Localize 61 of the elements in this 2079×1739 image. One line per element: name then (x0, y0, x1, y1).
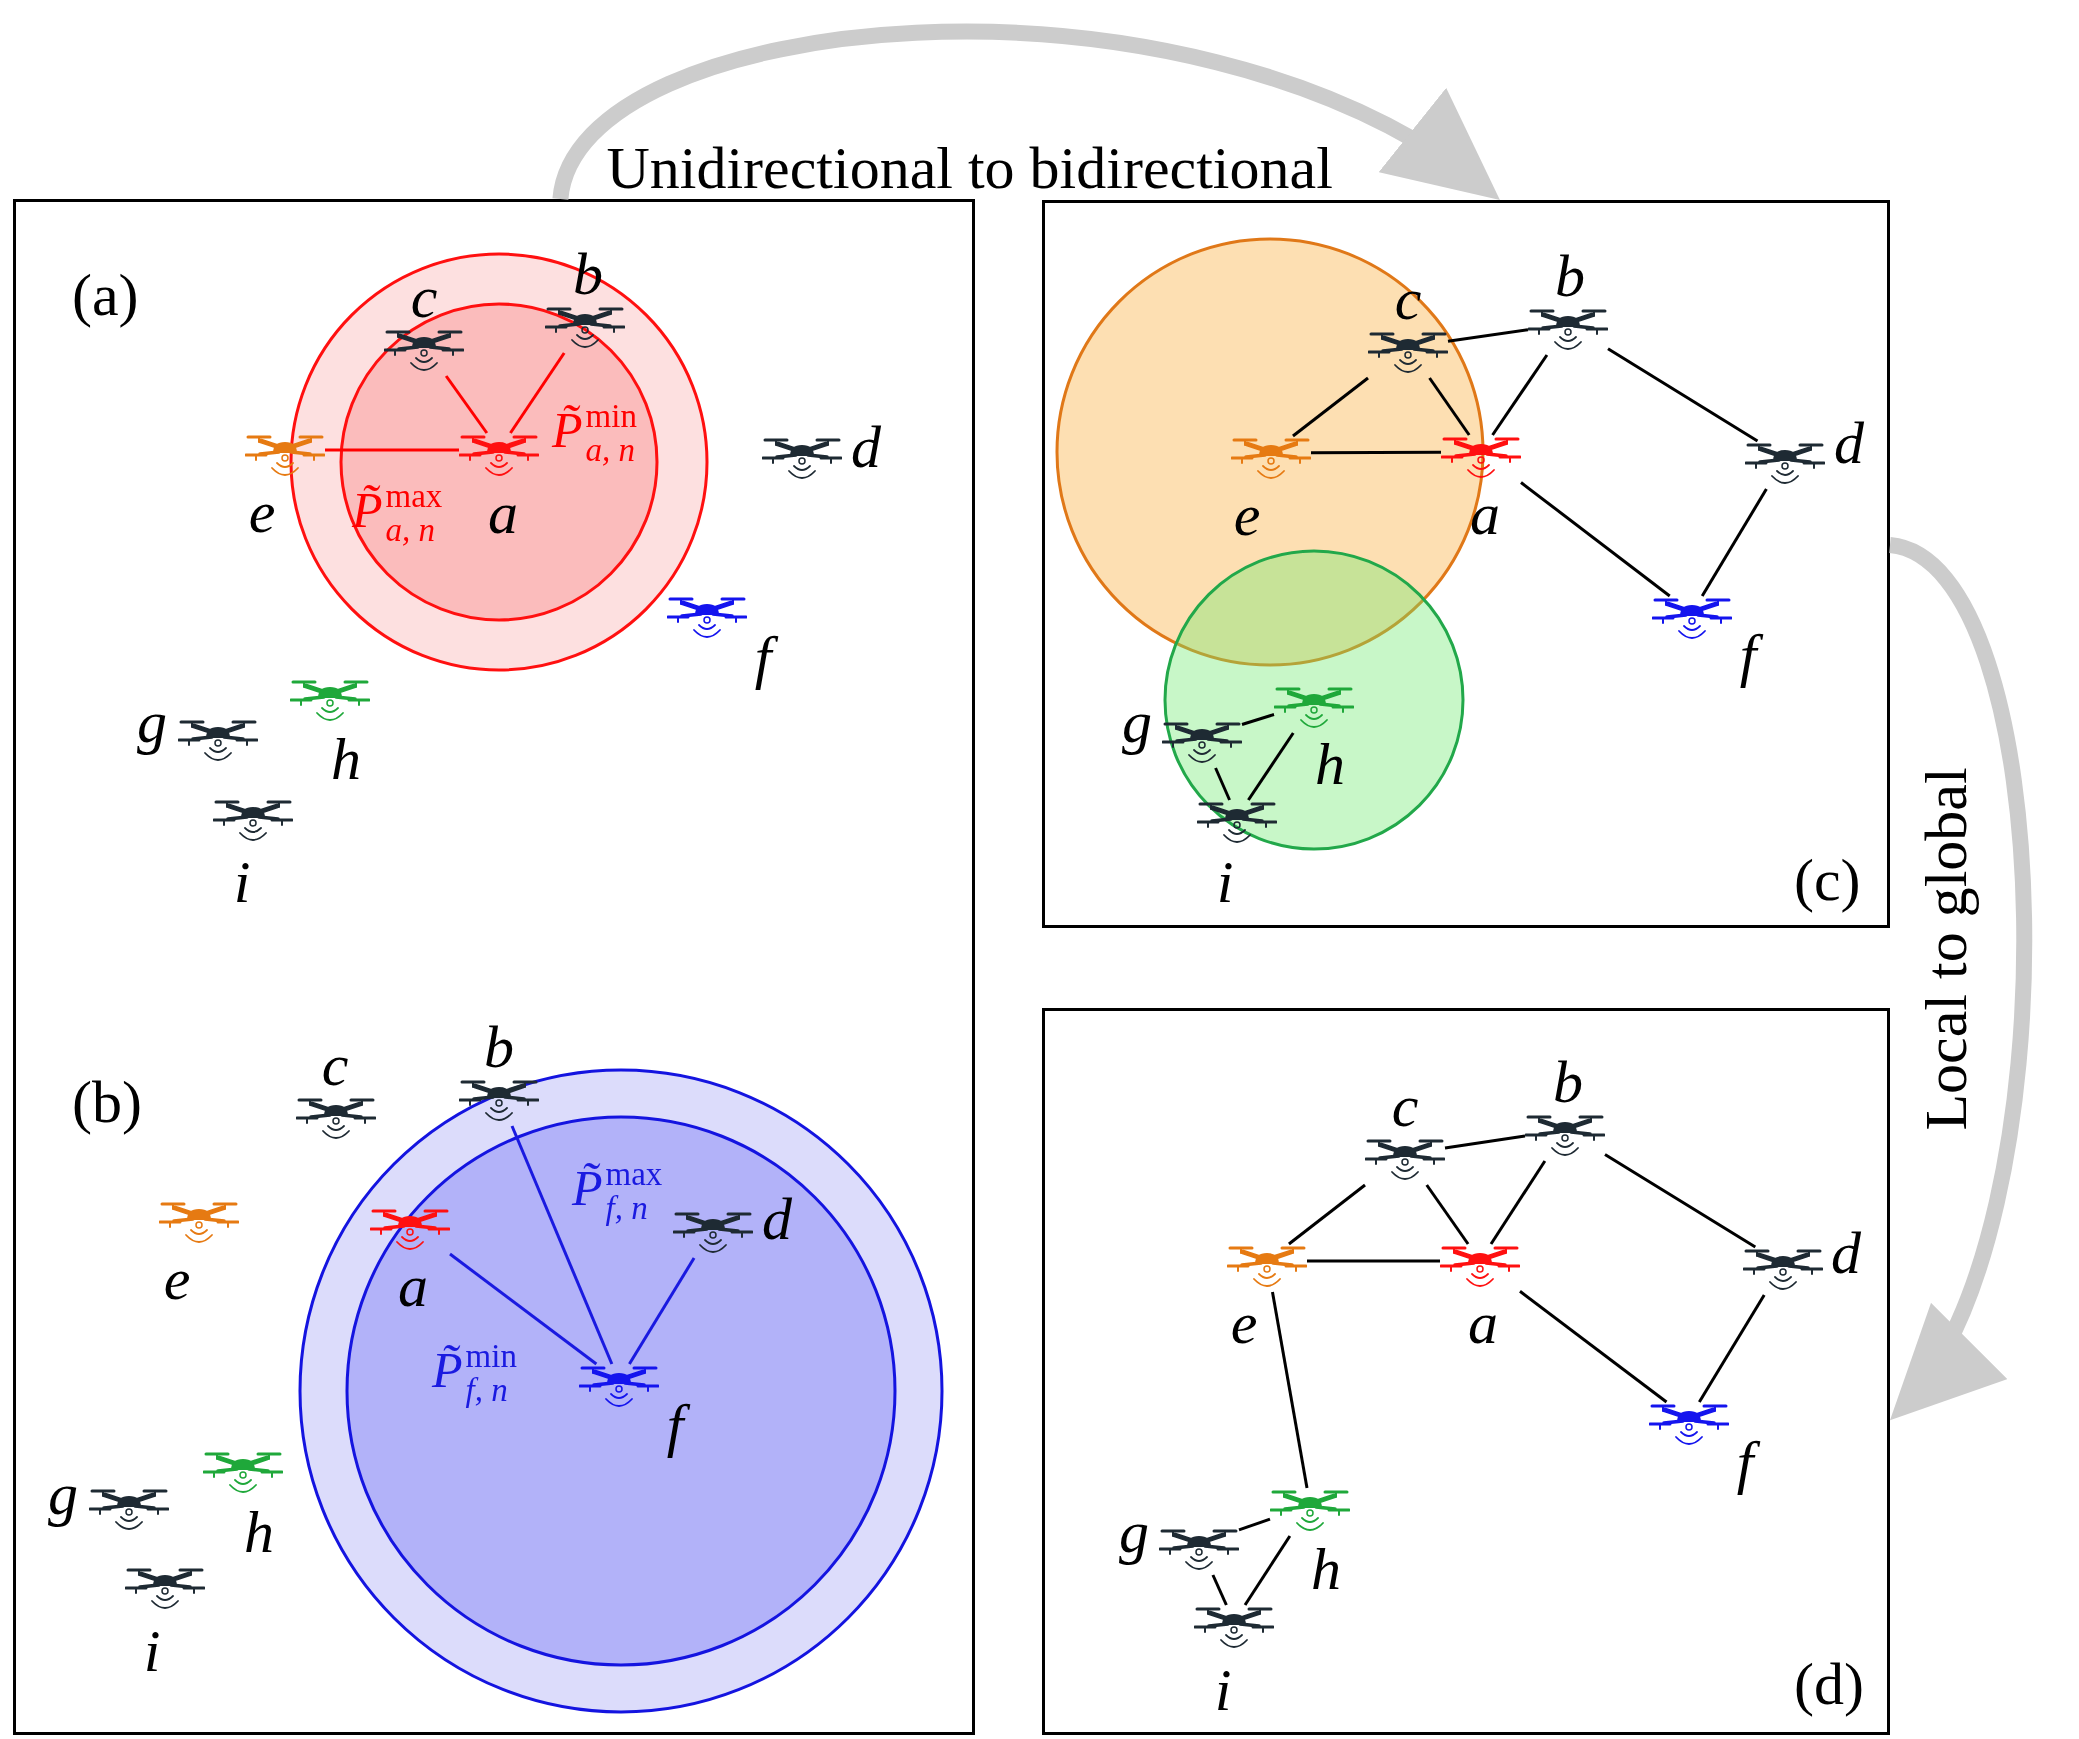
drone-label: a (1467, 1293, 1499, 1353)
drone-label: i (232, 852, 252, 912)
panel-frame (13, 199, 975, 1735)
link-line (1447, 328, 1529, 343)
drone-label: a (1469, 484, 1501, 544)
link-line (1311, 450, 1441, 455)
drone-label: d (1833, 413, 1865, 473)
link-line (1428, 377, 1471, 436)
link-line (1604, 1153, 1757, 1249)
link-line (1211, 1574, 1228, 1606)
drone-label: h (243, 1502, 275, 1562)
drone-label: d (761, 1189, 793, 1249)
drone-label: e (1229, 1293, 1259, 1353)
link-line (1241, 713, 1275, 726)
link-line (1425, 1184, 1470, 1245)
link-line (444, 375, 489, 434)
drone-label: a (397, 1256, 429, 1316)
drone-label: c (1390, 1076, 1420, 1136)
drone-label: b (1552, 1052, 1584, 1112)
drone-label: e (1232, 485, 1262, 545)
link-line (1292, 376, 1369, 438)
link-line (1698, 1294, 1766, 1403)
arrow-label: Unidirectional to bidirectional (606, 138, 1333, 198)
drone-label: e (247, 482, 277, 542)
link-line (1243, 1535, 1292, 1606)
drone-label: h (1310, 1539, 1342, 1599)
link-line (1489, 1160, 1547, 1245)
link-line (1288, 1183, 1366, 1246)
link-line (1520, 481, 1671, 598)
drone-label: c (320, 1035, 350, 1095)
link-line (1238, 1517, 1271, 1532)
link-line (1247, 732, 1295, 801)
drone-label: d (850, 417, 882, 477)
panel-frame (1042, 1008, 1890, 1735)
drone-label: c (409, 267, 439, 327)
link-line (449, 1252, 598, 1366)
link-line (1271, 1291, 1309, 1489)
drone-label: b (1554, 246, 1586, 306)
link-line (510, 1125, 614, 1365)
link-line (1307, 1259, 1440, 1263)
link-line (1607, 347, 1759, 443)
drone-label: i (1215, 852, 1235, 912)
link-line (1519, 1290, 1668, 1404)
drone-label: h (1314, 734, 1346, 794)
link-line (1214, 767, 1231, 801)
drone-label: a (487, 483, 519, 543)
link-line (509, 352, 566, 434)
drone-label: i (142, 1621, 162, 1681)
curved-arrow (1886, 537, 2032, 1422)
link-line (1700, 488, 1768, 597)
drone-label: d (1830, 1223, 1862, 1283)
link-line (1491, 354, 1549, 436)
drone-label: h (330, 729, 362, 789)
link-line (1444, 1134, 1526, 1150)
drone-label: c (1393, 269, 1423, 329)
panel-frame (1042, 200, 1890, 928)
curved-arrow (552, 24, 1501, 202)
link-line (628, 1257, 696, 1365)
drone-label: e (162, 1249, 192, 1309)
drone-label: b (483, 1017, 515, 1077)
drone-label: i (1213, 1660, 1233, 1720)
